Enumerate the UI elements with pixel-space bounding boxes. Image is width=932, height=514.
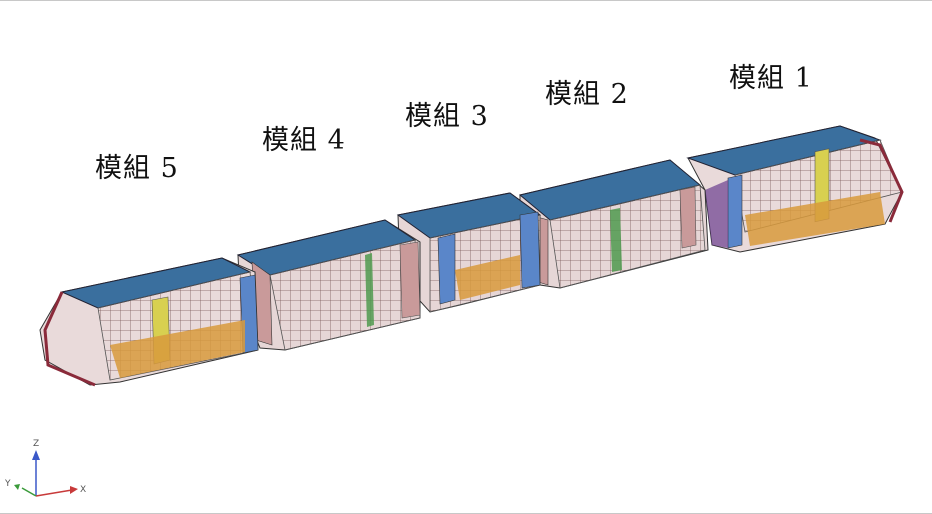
module-label-5: 模組 5 xyxy=(95,153,179,184)
module-label-4: 模組 4 xyxy=(262,125,346,156)
y-axis-label: Y xyxy=(4,479,11,489)
module-1-car xyxy=(686,125,904,253)
module-5-car xyxy=(39,257,259,387)
module-label-3: 模組 3 xyxy=(405,101,489,132)
coordinate-axes-triad: Z Y X xyxy=(4,439,86,497)
module-label-2: 模組 2 xyxy=(545,79,629,110)
x-axis-label: X xyxy=(80,485,86,495)
module-2-car xyxy=(518,159,709,289)
module-label-1: 模組 1 xyxy=(729,63,813,94)
z-axis-label: Z xyxy=(33,439,39,449)
module-4-car xyxy=(236,219,421,351)
module-3-car xyxy=(396,192,542,313)
